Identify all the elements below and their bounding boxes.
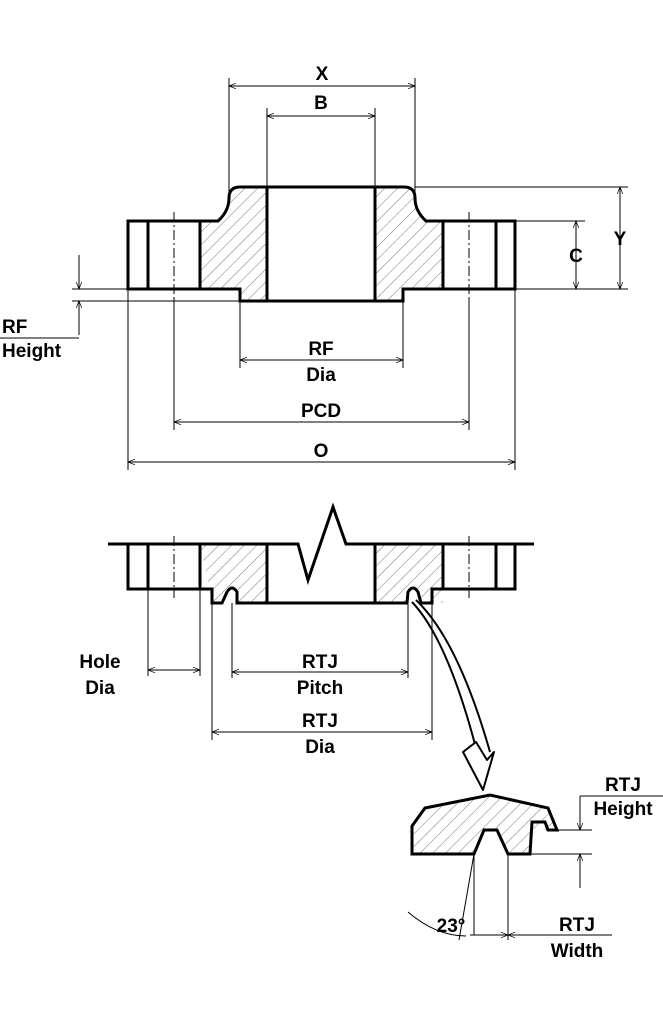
label-rf-height-1: RF bbox=[2, 317, 27, 338]
label-hole-dia-2: Dia bbox=[85, 678, 115, 699]
label-rtj-height-1: RTJ bbox=[605, 775, 641, 796]
label-rf-height-2: Height bbox=[2, 341, 62, 362]
rtj-flange-section bbox=[108, 502, 534, 605]
label-rf-dia-1: RF bbox=[308, 339, 333, 360]
rtj-flange-outline bbox=[126, 544, 517, 605]
label-y: Y bbox=[614, 229, 627, 250]
label-rf-dia-2: Dia bbox=[306, 365, 336, 386]
detail-outline bbox=[410, 793, 560, 856]
rtj-top-break-line bbox=[108, 502, 534, 586]
label-rtj-pitch-1: RTJ bbox=[302, 652, 338, 673]
label-rtj-width-1: RTJ bbox=[559, 915, 595, 936]
label-rtj-dia-2: Dia bbox=[305, 737, 335, 758]
label-pcd: PCD bbox=[301, 401, 341, 422]
rtj-groove-detail bbox=[407, 793, 663, 941]
detail-labels: RTJ Height 23° RTJ Width bbox=[437, 775, 654, 962]
label-rtj-dia-1: RTJ bbox=[302, 711, 338, 732]
label-rtj-pitch-2: Pitch bbox=[297, 678, 343, 699]
rf-labels: X B C Y RF Height RF Dia PCD O bbox=[2, 64, 627, 462]
detail-callout-arrow bbox=[411, 599, 495, 791]
rtj-labels: Hole Dia RTJ Pitch RTJ Dia bbox=[79, 652, 343, 758]
label-hole-dia-1: Hole bbox=[79, 652, 120, 673]
rf-flange-section bbox=[126, 185, 517, 303]
label-x: X bbox=[316, 64, 329, 85]
label-b: B bbox=[314, 93, 328, 114]
label-angle: 23° bbox=[437, 916, 466, 937]
label-o: O bbox=[314, 441, 329, 462]
label-rtj-height-2: Height bbox=[593, 799, 653, 820]
rtj-dimensions bbox=[147, 589, 433, 740]
rf-dimensions bbox=[0, 78, 628, 470]
rf-flange-outline bbox=[126, 185, 517, 303]
label-c: C bbox=[569, 246, 583, 267]
label-rtj-width-2: Width bbox=[551, 941, 604, 962]
